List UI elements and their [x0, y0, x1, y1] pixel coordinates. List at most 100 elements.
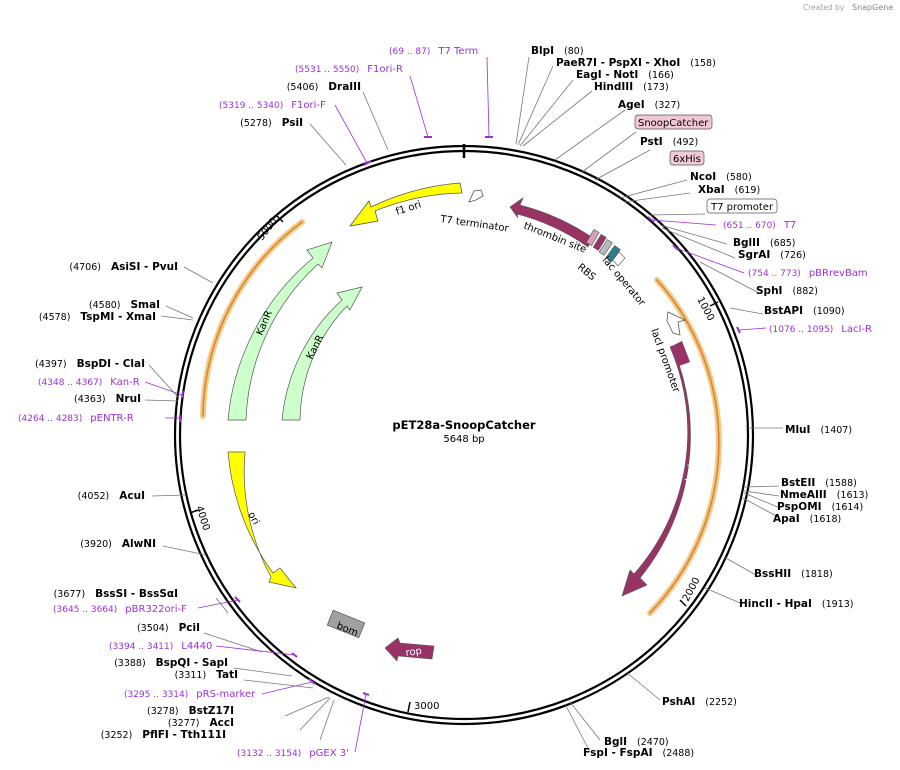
site-position: (4578) [39, 312, 71, 323]
site-label: PaeR7I - PspXI - XhoI(158) [556, 57, 716, 69]
site-label: (5278)PsiI [240, 117, 303, 129]
primer-range: (3645 .. 3664) [53, 605, 117, 615]
site-label: MluI(1407) [785, 424, 852, 436]
site-position: (3311) [175, 670, 207, 681]
primer-range: (5531 .. 5550) [295, 65, 359, 75]
primer-name: L4440 [181, 641, 212, 652]
t7-promoter-box [706, 198, 778, 214]
primer-name: T7 [783, 220, 796, 231]
site-position: (5278) [240, 118, 272, 129]
site-position: (4706) [69, 262, 101, 273]
feature-label-ori: ori [245, 510, 261, 527]
site-position: (3677) [54, 589, 86, 600]
created-by-text: Created by [803, 3, 845, 12]
enzyme-name: PciI [179, 622, 200, 634]
site-label: PstI(492) [640, 136, 698, 148]
primer-label: (3132 .. 3154)pGEX 3' [237, 748, 349, 759]
snoopcatcher-box [634, 114, 713, 130]
primer-range: (5319 .. 5340) [219, 101, 283, 111]
site-label: (3278) BstZ17I [147, 705, 234, 717]
site-position: (3920) [80, 539, 112, 550]
site-position: (173) [643, 82, 669, 93]
site-label: BglII (685) [733, 237, 795, 249]
primer-name: pBRrevBam [809, 268, 868, 279]
snapgene-brand: SnapGene [852, 3, 893, 12]
primer-label: (5531 .. 5550) F1ori-R [295, 64, 403, 75]
enzyme-name: FspI - FspAI [583, 747, 653, 759]
feature-kanr-inner: KanR [281, 286, 363, 421]
site-position: (1614) [832, 502, 864, 513]
site-position: (2488) [663, 748, 695, 759]
enzyme-name: HindIII [594, 81, 633, 93]
site-position: (80) [564, 46, 584, 57]
site-position: (2252) [705, 697, 737, 708]
enzyme-name: BlpI [531, 45, 554, 57]
site-position: (726) [780, 250, 806, 261]
primer-label: (5319 .. 5340)F1ori-F [219, 100, 326, 111]
enzyme-name: AlwNI [122, 538, 156, 550]
primer-label: (69 .. 87)T7 Term [389, 46, 478, 57]
enzyme-name: BstEII [781, 477, 815, 489]
primer-range: (3394 .. 3411) [109, 642, 173, 652]
feature-thrombin-site: thrombin site [509, 197, 594, 256]
primer-label: (754 .. 773) pBRrevBam [748, 268, 868, 279]
enzyme-name: BglII [733, 237, 760, 249]
primer-range: (4264 .. 4283) [18, 414, 82, 424]
small-features [585, 229, 626, 267]
site-position: (3278) [147, 706, 179, 717]
enzyme-name: DraIII [328, 81, 361, 93]
site-label: (3252)PflFI - Tth111I [101, 729, 226, 741]
restriction-site-labels: BlpI (80)PaeR7I - PspXI - XhoI(158)EagI -… [35, 45, 868, 759]
site-position: (1613) [837, 490, 869, 501]
site-position: (2470) [637, 737, 669, 748]
site-position: (1090) [813, 306, 845, 317]
enzyme-name: SgrAI [738, 249, 770, 261]
primer-name: pGEX 3' [309, 748, 349, 759]
enzyme-name: HincII - HpaI [739, 598, 812, 610]
site-position: (3277) [168, 718, 200, 729]
primer-label: (1076 .. 1095)LacI-R [769, 324, 872, 335]
site-label: (3311)TatI [175, 669, 238, 681]
site-label: BlpI (80) [531, 45, 584, 57]
site-position: (882) [792, 286, 818, 297]
site-label: HindIII (173) [594, 81, 669, 93]
site-label: (3920) AlwNI [80, 538, 156, 550]
plasmid-size: 5648 bp [443, 434, 484, 445]
site-label: (4363)NruI [74, 393, 141, 405]
highlight-arcs [200, 219, 722, 616]
primer-label: (651 .. 670)T7 [723, 220, 796, 231]
enzyme-name: EagI - NotI [576, 69, 638, 81]
enzyme-name: MluI [785, 424, 810, 436]
site-position: (580) [726, 172, 752, 183]
site-position: (4363) [74, 394, 106, 405]
site-label: (3504)PciI [137, 622, 200, 634]
enzyme-name: NcoI [690, 171, 716, 183]
enzyme-name: BstZ17I [189, 705, 234, 717]
enzyme-name: AgeI [618, 99, 645, 111]
feature-label-lac-operator: lac operator [600, 255, 648, 309]
ruler-tick-1000 [709, 301, 719, 307]
site-position: (619) [735, 185, 761, 196]
ruler-tick-2000 [679, 599, 687, 607]
snoopcatcher-label: SnoopCatcher [638, 118, 709, 129]
enzyme-name: BssHII [754, 568, 791, 580]
enzyme-name: BspQI - SapI [156, 657, 228, 669]
primer-range: (4348 .. 4367) [38, 378, 102, 388]
site-label: (4397)BspDI - ClaI [35, 358, 145, 370]
primer-range: (69 .. 87) [389, 47, 430, 57]
enzyme-name: PshAI [662, 696, 695, 708]
feature-rop: rop [384, 637, 435, 662]
site-position: (3252) [101, 730, 133, 741]
site-position: (685) [770, 238, 796, 249]
primer-range: (754 .. 773) [748, 269, 801, 279]
enzyme-name: PspOMI [777, 501, 822, 513]
primer-name: pBR322ori-F [125, 604, 187, 615]
enzyme-name: BssSI - BssSαI [95, 588, 178, 600]
plasmid-name: pET28a-SnoopCatcher [392, 418, 535, 432]
primer-name: F1ori-R [367, 64, 403, 75]
feature-label-rop: rop [405, 646, 423, 659]
site-label: PspOMI (1614) [777, 501, 863, 513]
primer-label: (4264 .. 4283)pENTR-R [18, 413, 134, 424]
feature-t7-terminator: T7 terminator [439, 189, 510, 235]
enzyme-name: AcuI [119, 490, 145, 502]
